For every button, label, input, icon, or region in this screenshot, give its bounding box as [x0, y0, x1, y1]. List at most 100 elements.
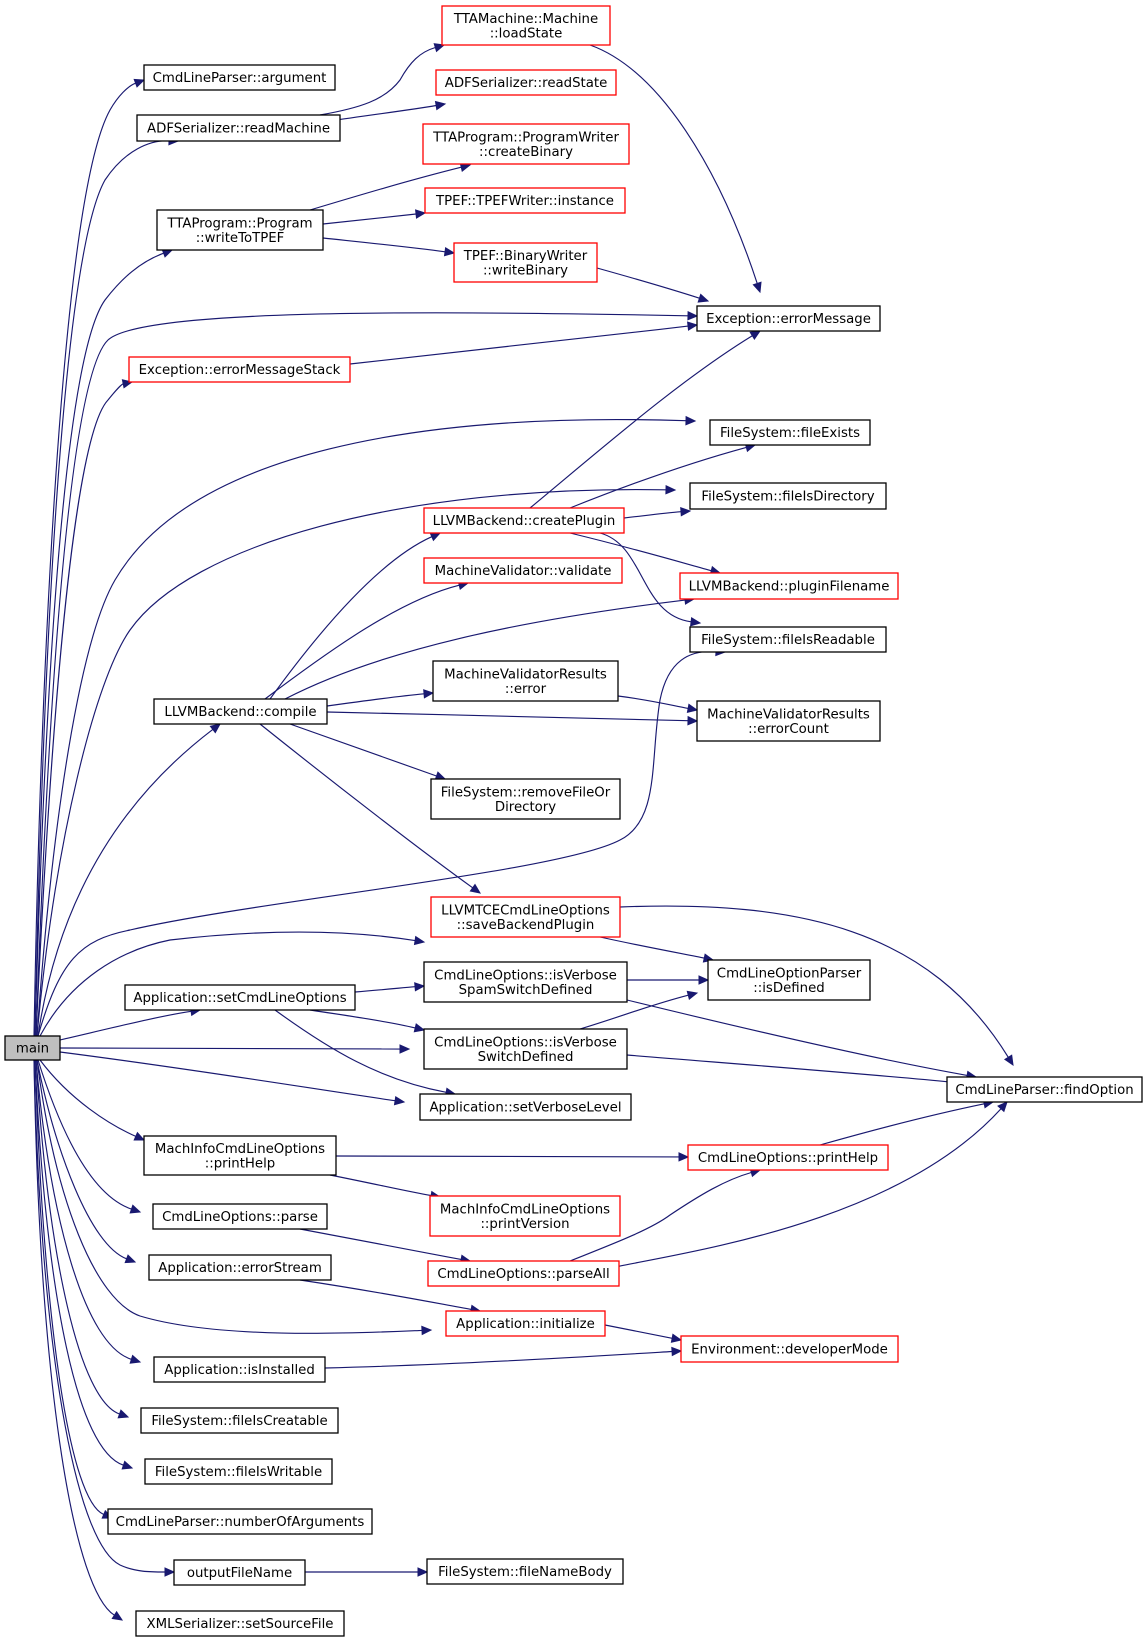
node-mvrError[interactable]: MachineValidatorResults::error [432, 660, 619, 702]
node-writeToTPEF[interactable]: TTAProgram::Program::writeToTPEF [156, 209, 324, 251]
edge-line [626, 999, 968, 1076]
node-parseAll[interactable]: CmdLineOptions::parseAll [427, 1260, 620, 1287]
edge-line [569, 1171, 752, 1262]
node-box [423, 1028, 628, 1070]
node-box [423, 507, 625, 534]
edge-main-to-parse [37, 1059, 142, 1214]
node-fileIsCreatable[interactable]: FileSystem::fileIsCreatable [140, 1407, 339, 1434]
node-box [680, 1335, 899, 1363]
edge-printHelp-to-findOption [819, 1099, 995, 1146]
edge-isVerboseSwitch-to-findOption [626, 1054, 962, 1087]
node-label: main [16, 1042, 49, 1057]
node-errorMessage[interactable]: Exception::errorMessage [696, 305, 881, 332]
node-tpefInstance[interactable]: TPEF::TPEFWriter::instance [424, 187, 626, 214]
node-box [136, 114, 341, 142]
node-box [423, 557, 623, 584]
edge-main-to-writeToTPEF [34, 248, 174, 1037]
edge-line [33, 1059, 166, 1573]
node-setSourceFile[interactable]: XMLSerializer::setSourceFile [135, 1610, 345, 1637]
node-box [424, 187, 626, 214]
edge-line [39, 931, 416, 1037]
node-parse[interactable]: CmdLineOptions::parse [152, 1203, 328, 1230]
arrowhead [393, 1095, 406, 1106]
edge-line [37, 1059, 132, 1210]
node-pluginFilename[interactable]: LLVMBackend::pluginFilename [679, 572, 899, 600]
node-readMachine[interactable]: ADFSerializer::readMachine [136, 114, 341, 142]
node-compile[interactable]: LLVMBackend::compile [153, 698, 328, 725]
edge-line [614, 1108, 1002, 1268]
node-createBinary[interactable]: TTAProgram::ProgramWriter::createBinary [422, 123, 630, 165]
node-fileIsWritable[interactable]: FileSystem::fileIsWritable [144, 1458, 333, 1485]
node-box [124, 984, 356, 1011]
edge-machPrintHelp-to-printVersion [329, 1174, 442, 1201]
node-box [441, 5, 611, 46]
arrowhead [111, 1610, 124, 1621]
node-main[interactable]: main [4, 1035, 61, 1061]
node-setCmdLineOptions[interactable]: Application::setCmdLineOptions [124, 984, 356, 1011]
edge-isInstalled-to-developerMode [324, 1346, 683, 1369]
node-loadState[interactable]: TTAMachine::Machine::loadState [441, 5, 611, 46]
node-validate[interactable]: MachineValidator::validate [423, 557, 623, 584]
edge-main-to-compile [37, 723, 221, 1037]
node-isVerboseSpam[interactable]: CmdLineOptions::isVerboseSpamSwitchDefin… [423, 961, 628, 1003]
node-initialize[interactable]: Application::initialize [445, 1310, 606, 1337]
edge-readMachine-to-loadState [319, 43, 446, 116]
node-label: FileSystem::fileIsWritable [155, 1465, 322, 1480]
node-label: MachineValidatorResults [707, 707, 870, 722]
arrowhead [121, 1460, 134, 1470]
node-printVersion[interactable]: MachInfoCmdLineOptions::printVersion [429, 1195, 621, 1237]
node-developerMode[interactable]: Environment::developerMode [680, 1335, 899, 1363]
node-box [128, 356, 351, 383]
edge-main-to-isVerboseSpam [39, 931, 426, 1037]
edge-main-to-errorStream [36, 1059, 137, 1264]
node-box [173, 1559, 306, 1586]
node-box [156, 209, 324, 251]
edge-line [326, 693, 425, 707]
edge-line [36, 418, 687, 1037]
edge-line [33, 1059, 115, 1616]
arrowhead [687, 715, 699, 726]
arrowhead [685, 415, 697, 426]
node-outputFileName[interactable]: outputFileName [173, 1559, 306, 1586]
edge-line [264, 584, 460, 700]
node-label: Exception::errorMessageStack [139, 363, 341, 378]
node-fileIsReadable[interactable]: FileSystem::fileIsReadable [689, 626, 887, 653]
node-printHelp[interactable]: CmdLineOptions::printHelp [687, 1144, 889, 1171]
node-saveBackendPlugin[interactable]: LLVMTCECmdLineOptions::saveBackendPlugin [430, 896, 621, 938]
edge-line [59, 1010, 192, 1041]
edge-main-to-argument [33, 78, 146, 1037]
node-isInstalled[interactable]: Application::isInstalled [153, 1356, 326, 1383]
node-fileNameBody[interactable]: FileSystem::fileNameBody [426, 1558, 624, 1585]
node-box [4, 1035, 61, 1061]
node-writeBinary[interactable]: TPEF::BinaryWriter::writeBinary [453, 242, 598, 283]
node-label: MachineValidator::validate [435, 564, 612, 579]
edge-line [309, 166, 462, 211]
arrowhead [415, 209, 427, 219]
node-label: SpamSwitchDefined [459, 983, 593, 998]
node-readState[interactable]: ADFSerializer::readState [435, 69, 617, 96]
node-machPrintHelp[interactable]: MachInfoCmdLineOptions::printHelp [143, 1135, 337, 1176]
node-setVerboseLevel[interactable]: Application::setVerboseLevel [419, 1093, 632, 1121]
edge-main-to-initialize [36, 1059, 433, 1336]
node-errorMessageStack[interactable]: Exception::errorMessageStack [128, 356, 351, 383]
node-label: ::saveBackendPlugin [457, 918, 595, 933]
node-createPlugin[interactable]: LLVMBackend::createPlugin [423, 507, 625, 534]
node-box [689, 482, 887, 510]
arrowhead [1003, 1054, 1014, 1067]
node-errorStream[interactable]: Application::errorStream [148, 1254, 332, 1281]
arrowhead [164, 1567, 176, 1577]
node-isDefined[interactable]: CmdLineOptionParser::isDefined [707, 959, 871, 1001]
node-errorCount[interactable]: MachineValidatorResults::errorCount [696, 700, 881, 742]
node-fileExists[interactable]: FileSystem::fileExists [709, 419, 871, 446]
node-label: Exception::errorMessage [706, 312, 871, 327]
node-argument[interactable]: CmdLineParser::argument [143, 64, 336, 91]
arrowhead [133, 78, 146, 88]
node-box [689, 626, 887, 653]
node-findOption[interactable]: CmdLineParser::findOption [946, 1076, 1143, 1103]
edge-line [529, 335, 753, 509]
node-fileIsDirectory[interactable]: FileSystem::fileIsDirectory [689, 482, 887, 510]
edge-line [289, 723, 437, 777]
node-numberOfArguments[interactable]: CmdLineParser::numberOfArguments [107, 1508, 373, 1535]
